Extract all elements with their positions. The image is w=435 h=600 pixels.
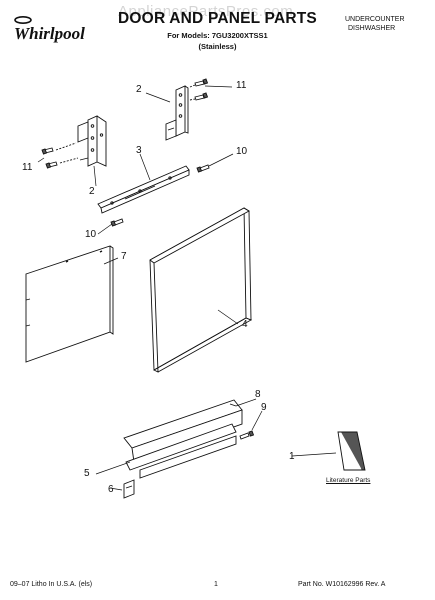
page-title: DOOR AND PANEL PARTS: [118, 10, 317, 27]
callout-10-upper: 10: [236, 146, 248, 157]
screw-9: [239, 430, 255, 440]
callout-1: 1: [289, 451, 295, 462]
leader-lines: [37, 85, 337, 491]
category-line-1: UNDERCOUNTER: [345, 16, 405, 23]
callout-8: 8: [255, 389, 261, 400]
screws-11-right: [189, 78, 209, 101]
brand-text: Whirlpool: [14, 24, 85, 43]
callout-3: 3: [136, 145, 142, 156]
door-trim-rail: [97, 165, 190, 214]
screws-11-left: [41, 142, 79, 169]
callout-7: 7: [121, 251, 127, 262]
toe-panel-lower: [125, 423, 237, 479]
outer-door-panel: [149, 207, 253, 373]
watermark: AppliancePartsPros.com: [118, 3, 294, 20]
callout-5: 5: [84, 468, 90, 479]
callout-2-lower: 2: [89, 186, 95, 197]
clip-6: [123, 479, 135, 499]
callout-11-upper: 11: [236, 80, 247, 91]
hinge-bracket-right: [165, 85, 189, 141]
toe-panel-upper: [123, 399, 243, 463]
literature-parts-label: Literature Parts: [326, 477, 371, 484]
hinge-bracket-left: [77, 115, 107, 167]
footer-page-number: 1: [214, 581, 218, 588]
footer-print-info: 09–07 Litho In U.S.A. (els): [10, 581, 93, 588]
whirlpool-logo: Whirlpool: [12, 12, 92, 51]
category-line-2: DISHWASHER: [348, 25, 396, 32]
callout-4: 4: [242, 319, 248, 330]
screw-10-lower: [110, 218, 124, 227]
literature-booklet: [337, 431, 366, 471]
callout-11-lower: 11: [22, 162, 33, 173]
callout-6: 6: [108, 484, 114, 495]
screw-10-upper: [196, 164, 210, 173]
callout-9: 9: [261, 402, 267, 413]
footer-part-number: Part No. W10162996 Rev. A: [298, 581, 386, 588]
finish-label: (Stainless): [198, 42, 237, 51]
callout-2-upper: 2: [136, 84, 142, 95]
model-number: For Models: 7GU3200XTSS1: [167, 31, 268, 40]
callout-10-lower: 10: [85, 229, 97, 240]
inner-door-panel: [25, 245, 114, 363]
